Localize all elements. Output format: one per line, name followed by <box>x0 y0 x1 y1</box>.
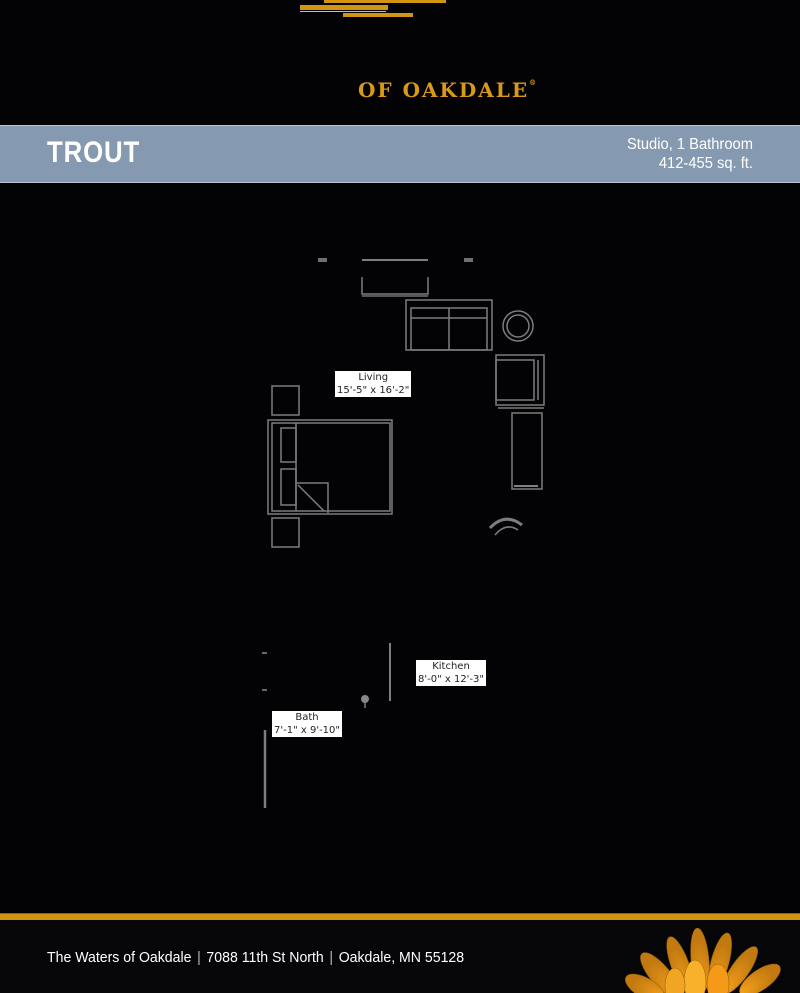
tv-console-icon <box>361 259 429 297</box>
logo-text: OF OAKDALE <box>358 78 530 102</box>
orange-flower-icon <box>600 920 800 993</box>
nightstand-top-icon <box>271 385 300 416</box>
room-dimensions: 8'-0" x 12'-3" <box>418 674 485 685</box>
community-name: The Waters of Oakdale <box>47 949 192 966</box>
dresser-icon <box>511 412 543 490</box>
room-name: Bath <box>295 712 319 723</box>
room-label-living: Living 15'-5" x 16'-2" <box>335 371 412 397</box>
logo-stripe-middle <box>300 5 388 10</box>
street-address: 7088 11th St North <box>206 949 324 966</box>
unit-type: Studio, 1 Bathroom <box>626 136 753 153</box>
separator: | <box>197 949 201 966</box>
separator: | <box>329 949 334 966</box>
room-label-bath: Bath 7'-1" x 9'-10" <box>272 711 343 737</box>
unit-area: 412-455 sq. ft. <box>658 155 753 172</box>
city-state-zip: Oakdale, MN 55128 <box>338 949 465 966</box>
sink-icon <box>361 695 369 708</box>
nightstand-bottom-icon <box>271 517 300 548</box>
footer-address: The Waters of Oakdale | 7088 11th St North… <box>47 949 464 966</box>
room-name: Living <box>358 372 389 383</box>
unit-title-bar: TROUT Studio, 1 Bathroom 412-455 sq. ft. <box>0 125 800 183</box>
footer-gold-rule <box>0 913 800 920</box>
bed-icon <box>267 419 393 515</box>
logo-stripe-top <box>324 0 446 3</box>
door-marks <box>262 652 267 691</box>
unit-name: TROUT <box>47 136 141 169</box>
round-table-icon <box>502 310 534 342</box>
brand-logo: OF OAKDALE® <box>358 78 536 102</box>
curved-chair-icon <box>488 517 523 536</box>
unit-meta: Studio, 1 Bathroom 412-455 sq. ft. <box>627 135 753 173</box>
room-name: Kitchen <box>432 661 470 672</box>
window-marks <box>318 258 473 262</box>
room-dimensions: 15'-5" x 16'-2" <box>337 385 410 396</box>
room-dimensions: 7'-1" x 9'-10" <box>274 725 341 736</box>
logo-stripe-underline <box>300 11 386 12</box>
room-label-kitchen: Kitchen 8'-0" x 12'-3" <box>416 660 487 686</box>
logo-stripe-bottom <box>343 13 413 17</box>
armchair-icon <box>495 354 545 409</box>
trademark-symbol: ® <box>529 78 537 87</box>
sofa-icon <box>405 299 493 351</box>
